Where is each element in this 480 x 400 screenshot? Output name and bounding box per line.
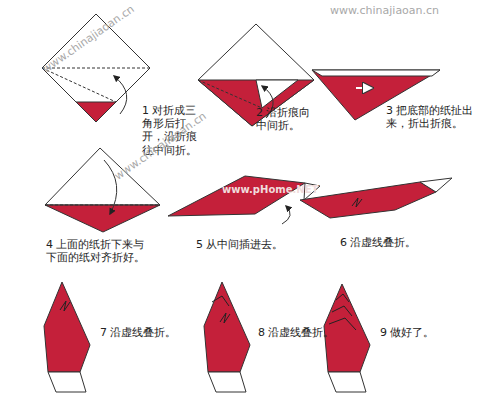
paper-red-shape [204, 282, 250, 372]
fold-arrow [104, 160, 117, 214]
watermark: www.pHome.NET [222, 184, 318, 196]
paper-flap [420, 178, 452, 192]
paper-red-shape [44, 282, 90, 372]
paper-strip [312, 70, 440, 76]
fold-step [332, 306, 352, 316]
step-caption: 3 把底部的纸扯出来，折出折痕。 [386, 104, 474, 130]
step-caption: 8 沿虚线叠折。 [258, 326, 335, 339]
step-caption: 9 做好了。 [380, 326, 435, 339]
fold-line [42, 68, 116, 102]
paper-red-side [45, 205, 160, 232]
step-caption: 7 沿虚线叠折。 [100, 326, 177, 339]
step-caption: 6 沿虚线叠折。 [340, 236, 417, 249]
paper-flap [256, 80, 298, 108]
fold-line [198, 80, 262, 108]
fold-step [336, 294, 349, 302]
fold-arrow [114, 76, 127, 114]
fold-step [212, 296, 229, 306]
paper-red-side [76, 102, 116, 122]
paper-bottom [208, 372, 246, 392]
paper-red-shape [300, 182, 436, 218]
paper-bottom [48, 372, 86, 392]
zigzag-fold-mark [352, 198, 362, 207]
step-caption: 2 沿折痕向中间折。 [256, 106, 320, 132]
insert-arrow [282, 206, 290, 224]
zigzag-fold-mark [60, 301, 70, 311]
watermark: www.chinajiaoan.cn [40, 2, 137, 75]
paper-red-shape [168, 176, 305, 216]
zigzag-fold-mark [220, 313, 230, 323]
pull-arrow [356, 87, 372, 89]
watermark: www.chinajiaoan.cn [330, 4, 439, 17]
paper-red-side [198, 80, 314, 126]
fold-line [45, 205, 160, 206]
paper-bottom [328, 372, 366, 392]
step-caption: 4 上面的纸折下来与下面的纸对齐折好。 [46, 238, 150, 264]
step-caption: 5 从中间插进去。 [196, 238, 284, 251]
